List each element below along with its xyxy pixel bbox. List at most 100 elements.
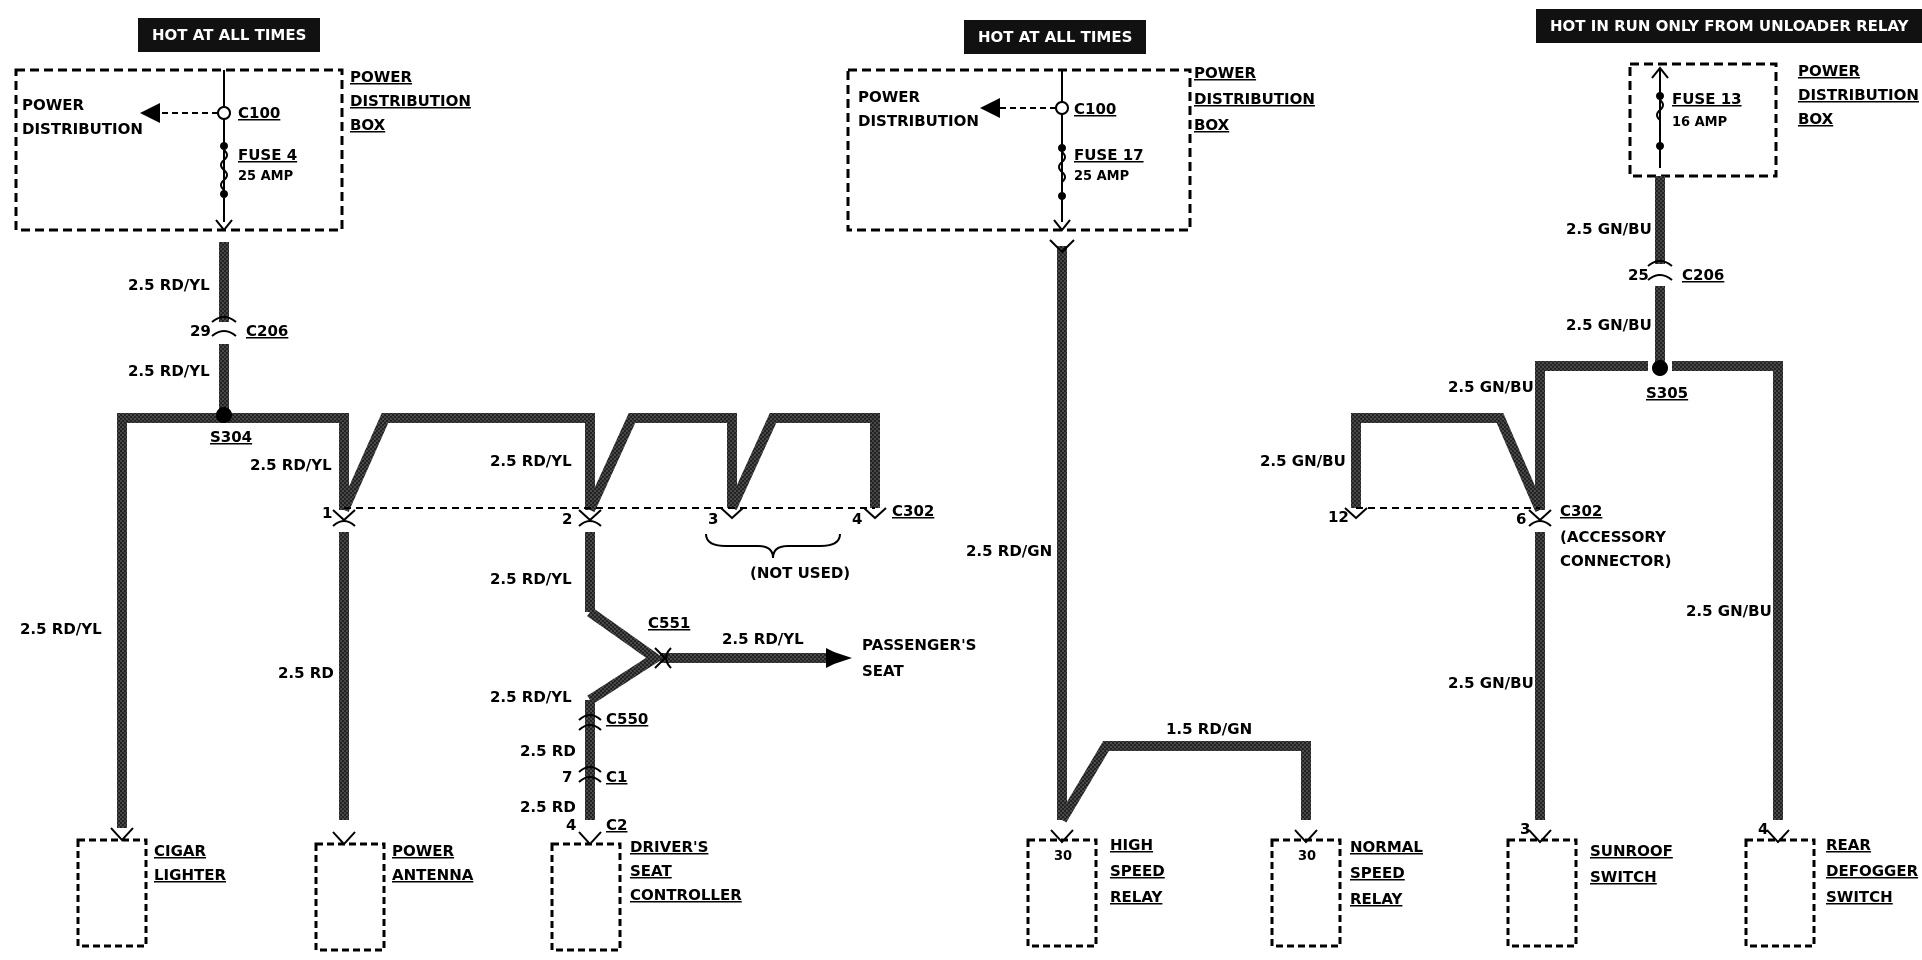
hsr-l3: RELAY — [1110, 888, 1164, 906]
c1-pin: 7 — [562, 768, 572, 786]
cigar-l1: CIGAR — [154, 842, 207, 860]
fuse-4-label: FUSE 4 — [238, 146, 297, 164]
s305-splice-icon — [1652, 360, 1668, 376]
fuse-4-amp: 25 AMP — [238, 169, 293, 184]
c550-label: C550 — [606, 710, 648, 728]
wire-label-l8: 2.5 RD/YL — [490, 688, 572, 706]
pdb-mid: POWER DISTRIBUTION C100 FUSE 17 25 AMP P… — [846, 64, 1315, 232]
c2-label: C2 — [606, 816, 627, 834]
pdb-mid-inner-l1: POWER — [858, 88, 921, 106]
s304-label: S304 — [210, 428, 252, 446]
pdb-mid-name-l2: DISTRIBUTION — [1194, 90, 1315, 108]
wire-label-gnbu-2: 2.5 GN/BU — [1566, 316, 1652, 334]
wire-label-gnbu-6: 2.5 GN/BU — [1448, 674, 1534, 692]
driver-l2: SEAT — [630, 862, 672, 880]
banner-left: HOT AT ALL TIMES — [138, 18, 321, 52]
antenna-l2: ANTENNA — [392, 866, 474, 884]
wire-label-l5: 2.5 RD/YL — [20, 620, 102, 638]
fuse-4-icon — [220, 149, 228, 191]
power-antenna: POWER ANTENNA — [314, 842, 474, 952]
c302-left-label: C302 — [892, 502, 934, 520]
wire-label-rdgn-1: 2.5 RD/GN — [966, 542, 1052, 560]
cigar-lighter: CIGAR LIGHTER — [76, 838, 226, 948]
wire-label-gnbu-5: 2.5 GN/BU — [1686, 602, 1772, 620]
wire-label-l6: 2.5 RD/YL — [490, 570, 572, 588]
sunroof-pin: 3 — [1520, 820, 1530, 838]
fuse-13-icon — [1656, 99, 1664, 121]
left-wires — [117, 242, 880, 820]
rear-defogger-switch: 4 REAR DEFOGGER SWITCH — [1744, 820, 1919, 948]
pin-6: 6 — [1516, 510, 1526, 528]
sunroof-l1: SUNROOF — [1590, 842, 1673, 860]
banner-right: HOT IN RUN ONLY FROM UNLOADER RELAY — [1536, 9, 1922, 43]
pin-12: 12 — [1328, 508, 1349, 526]
sunroof-switch: 3 SUNROOF SWITCH — [1506, 820, 1673, 948]
pdb-mid-inner-l2: DISTRIBUTION — [858, 112, 979, 130]
pdb-right-name-l1: POWER — [1798, 62, 1861, 80]
c206-left-pin: 29 — [190, 322, 211, 340]
nsr-l3: RELAY — [1350, 890, 1404, 908]
cigar-l2: LIGHTER — [154, 866, 226, 884]
c1-label: C1 — [606, 768, 627, 786]
pdb-right-name-l2: DISTRIBUTION — [1798, 86, 1919, 104]
s305-label: S305 — [1646, 384, 1688, 402]
c302-right-l3: CONNECTOR) — [1560, 552, 1672, 570]
nsr-l2: SPEED — [1350, 864, 1405, 882]
driver-l3: CONTROLLER — [630, 886, 742, 904]
wire-label-gnbu-4: 2.5 GN/BU — [1260, 452, 1346, 470]
wire-label-rd-2: 2.5 RD — [520, 742, 576, 760]
pdb-left-name-l2: DISTRIBUTION — [350, 92, 471, 110]
passenger-l1: PASSENGER'S — [862, 636, 976, 654]
wire-label-l2: 2.5 RD/YL — [128, 362, 210, 380]
wire-label-gnbu-3: 2.5 GN/BU — [1448, 378, 1534, 396]
c100-mid-connector-icon — [1055, 101, 1069, 115]
high-speed-relay: 30 HIGH SPEED RELAY — [1026, 836, 1165, 948]
c302-right-l2: (ACCESSORY — [1560, 528, 1667, 546]
c2-pin: 4 — [566, 816, 576, 834]
s304-splice-icon — [216, 407, 232, 423]
wire-label-l7: 2.5 RD/YL — [722, 630, 804, 648]
pdb-left-inner-l1: POWER — [22, 96, 85, 114]
pdb-left-inner-l2: DISTRIBUTION — [22, 120, 143, 138]
pdb-right-name-l3: BOX — [1798, 110, 1834, 128]
pdb-left: POWER DISTRIBUTION C100 FUSE 4 25 AMP PO… — [14, 68, 471, 232]
hsr-l1: HIGH — [1110, 836, 1153, 854]
antenna-l1: POWER — [392, 842, 455, 860]
drivers-seat-controller: DRIVER'S SEAT CONTROLLER — [550, 838, 742, 952]
pin-4: 4 — [852, 510, 862, 528]
not-used-brace — [705, 533, 841, 559]
hsr-pin: 30 — [1054, 849, 1072, 864]
pin-2: 2 — [562, 510, 572, 528]
defog-l3: SWITCH — [1826, 888, 1893, 906]
c302-right-label: C302 — [1560, 502, 1602, 520]
pdb-left-name-l1: POWER — [350, 68, 413, 86]
wire-label-rd-3: 2.5 RD — [520, 798, 576, 816]
left-connector-symbols — [110, 316, 887, 846]
sunroof-l2: SWITCH — [1590, 868, 1657, 886]
passenger-l2: SEAT — [862, 662, 904, 680]
right-wires — [1351, 176, 1783, 820]
driver-l1: DRIVER'S — [630, 838, 708, 856]
middle-wires — [1057, 246, 1311, 823]
not-used-label: (NOT USED) — [750, 564, 850, 582]
fuse-13-amp: 16 AMP — [1672, 115, 1727, 130]
defog-pin: 4 — [1758, 820, 1768, 838]
wire-label-l4: 2.5 RD/YL — [490, 452, 572, 470]
pdb-left-name-l3: BOX — [350, 116, 386, 134]
fuse-17-amp: 25 AMP — [1074, 169, 1129, 184]
defog-l2: DEFOGGER — [1826, 862, 1919, 880]
fuse-13-label: FUSE 13 — [1672, 90, 1742, 108]
c100-left-connector-icon — [217, 106, 231, 120]
pdb-mid-name-l3: BOX — [1194, 116, 1230, 134]
nsr-pin: 30 — [1298, 849, 1316, 864]
pin-3: 3 — [708, 510, 718, 528]
c206-right-pin: 25 — [1628, 266, 1649, 284]
right-connector-symbols — [1344, 260, 1790, 844]
middle-connector-symbols — [1049, 239, 1318, 844]
c100-left-label: C100 — [238, 104, 280, 122]
pdb-mid-name-l1: POWER — [1194, 64, 1257, 82]
fuse-17-label: FUSE 17 — [1074, 146, 1144, 164]
fuse-17-icon — [1058, 151, 1066, 183]
c206-right-label: C206 — [1682, 266, 1724, 284]
